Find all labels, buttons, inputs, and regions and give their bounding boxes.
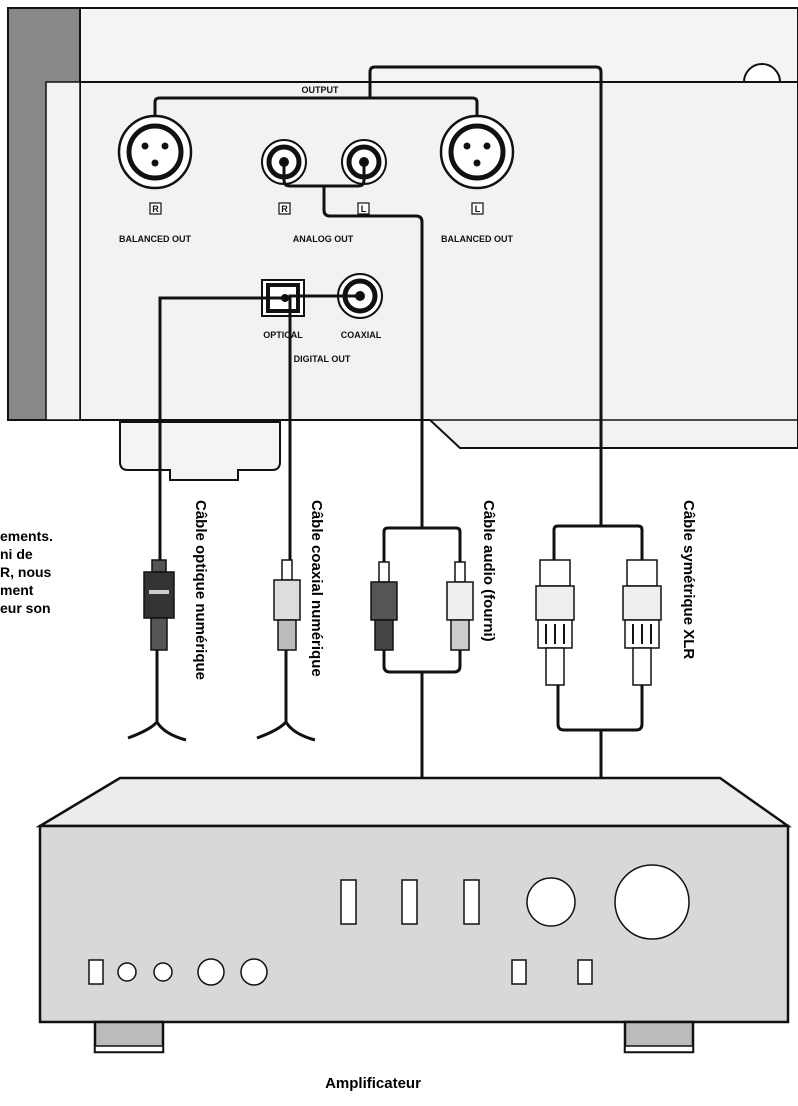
rca-plug-red <box>370 561 398 651</box>
cable-label-optical: Câble optique numérique <box>192 500 209 680</box>
xlr-plug-2 <box>622 559 662 686</box>
svg-text:R: R <box>281 204 288 214</box>
coaxial-plug <box>273 559 301 651</box>
balanced-out-label-right: BALANCED OUT <box>119 234 191 244</box>
amp-knob-1 <box>197 958 225 986</box>
xlr-plug-1 <box>535 559 575 686</box>
amp-switch-4 <box>511 959 527 985</box>
output-title: OUTPUT <box>302 85 340 95</box>
amp-small-jack-1 <box>117 962 137 982</box>
cable-wires <box>153 65 603 560</box>
amp-switch-3 <box>463 879 480 925</box>
marker-xlr-right: R <box>149 202 162 215</box>
svg-text:ements.: ements. <box>0 528 53 544</box>
svg-text:eur son: eur son <box>0 600 51 616</box>
xlr-jack-right <box>117 114 193 190</box>
amp-volume-knob <box>614 864 690 940</box>
balanced-out-label-left: BALANCED OUT <box>441 234 513 244</box>
amp-power-switch <box>88 959 104 985</box>
cable-splits <box>127 524 644 778</box>
amp-knob-2 <box>240 958 268 986</box>
source-unit: OUTPUT <box>7 7 798 481</box>
marker-rca-left: L <box>357 202 370 215</box>
amp-small-jack-2 <box>153 962 173 982</box>
amplifier-top <box>35 776 792 828</box>
marker-rca-right: R <box>278 202 291 215</box>
amplifier <box>35 776 792 1054</box>
cable-label-audio: Câble audio (fourni) <box>480 500 497 642</box>
amp-switch-2 <box>401 879 418 925</box>
cable-label-balanced: Câble symétrique XLR <box>680 500 697 659</box>
cable-label-coaxial: Câble coaxial numérique <box>308 500 325 677</box>
amp-switch-5 <box>577 959 593 985</box>
svg-text:L: L <box>361 204 367 214</box>
digital-out-label: DIGITAL OUT <box>294 354 351 364</box>
svg-text:R: R <box>152 204 159 214</box>
xlr-jack-left <box>439 114 515 190</box>
note-text: ements. ni de R, nous ment eur son <box>0 528 53 616</box>
svg-text:ment: ment <box>0 582 34 598</box>
optical-plug <box>143 559 175 651</box>
source-foot <box>119 421 281 481</box>
amplifier-label: Amplificateur <box>325 1075 421 1092</box>
svg-text:R, nous: R, nous <box>0 564 52 580</box>
amp-switch-1 <box>340 879 357 925</box>
source-top-edge <box>79 7 798 83</box>
analog-out-label: ANALOG OUT <box>293 234 354 244</box>
coaxial-label: COAXIAL <box>341 330 382 340</box>
svg-text:L: L <box>475 204 481 214</box>
rca-plug-white <box>446 561 474 651</box>
amp-knob-small <box>526 877 576 927</box>
optical-label: OPTICAL <box>263 330 303 340</box>
marker-xlr-left: L <box>471 202 484 215</box>
svg-text:ni de: ni de <box>0 546 33 562</box>
